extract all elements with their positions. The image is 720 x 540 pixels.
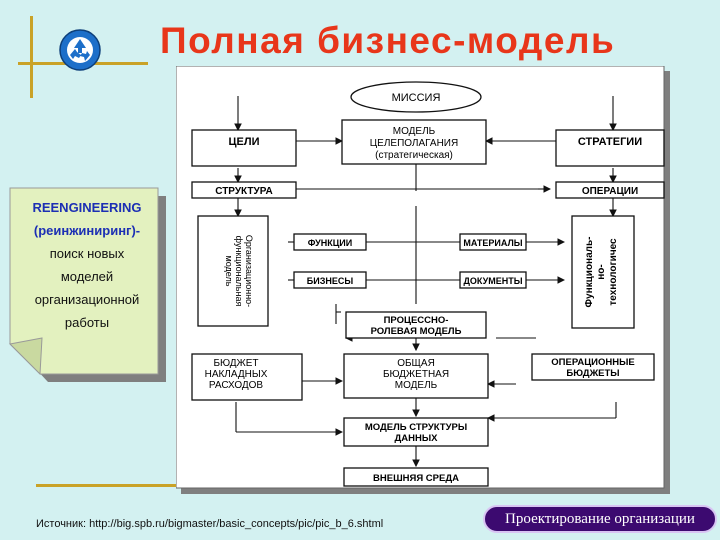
func-tech-node (571, 215, 635, 329)
operations-label: ОПЕРАЦИИ (582, 186, 638, 197)
general-budget-label-3: МОДЕЛЬ (395, 380, 438, 391)
func-tech-text: Функциональ- но- технологичес (584, 237, 619, 308)
op-budgets-node (531, 353, 655, 381)
process-role-node (345, 311, 487, 339)
note-line-6: работы (64, 315, 110, 330)
op-budgets-label-1: ОПЕРАЦИОННЫЕ (551, 357, 634, 368)
business-model-diagram: МИССИЯ ЦЕЛИ МОДЕЛЬ ЦЕЛЕПОЛАГАНИЯ (страте… (176, 66, 670, 494)
section-badge[interactable]: Проектирование организации (483, 505, 717, 533)
goals-label: ЦЕЛИ (229, 136, 260, 148)
mission-node (350, 81, 482, 113)
overhead-budget-node (191, 353, 303, 401)
environment-label: ВНЕШНЯЯ СРЕДА (373, 473, 459, 484)
sticky-note-text: REENGINEERING (реинжиниринг)- поиск новы… (18, 196, 156, 334)
func-tech-line-1: Функциональ- (584, 237, 595, 308)
goal-model-label-1: МОДЕЛЬ (393, 126, 436, 137)
business-node (293, 271, 367, 289)
org-model-node (197, 215, 269, 327)
strategies-label: СТРАТЕГИИ (578, 136, 642, 148)
materials-label: МАТЕРИАЛЫ (463, 238, 522, 248)
overhead-budget-label-3: РАСХОДОВ (209, 380, 264, 391)
data-model-label-1: МОДЕЛЬ СТРУКТУРЫ (365, 422, 467, 433)
goal-model-node (341, 119, 487, 165)
note-line-3: поиск новых (49, 246, 125, 261)
org-model-text: Организационно- функциональная модель (224, 235, 254, 307)
strategies-node (555, 129, 665, 167)
org-model-line-1: Организационно- (244, 235, 254, 307)
note-line-5: организационной (34, 292, 140, 307)
structure-label: СТРУКТУРА (215, 186, 273, 197)
decor-bottom-line (36, 484, 186, 487)
org-model-line-3: модель (224, 256, 234, 287)
goals-node (191, 129, 297, 167)
process-role-label-2: РОЛЕВАЯ МОДЕЛЬ (371, 326, 462, 337)
op-budgets-label-2: БЮДЖЕТЫ (566, 368, 619, 379)
functions-label: ФУНКЦИИ (308, 238, 352, 248)
note-line-2: (реинжиниринг)- (33, 223, 141, 238)
goal-model-label-3: (стратегическая) (375, 150, 453, 161)
note-line-1: REENGINEERING (32, 200, 142, 215)
note-line-4: моделей (60, 269, 114, 284)
business-label: БИЗНЕСЫ (307, 276, 354, 286)
general-budget-label-2: БЮДЖЕТНАЯ (383, 369, 449, 380)
overhead-budget-label-2: НАКЛАДНЫХ (205, 369, 268, 380)
functions-node (293, 233, 367, 251)
documents-node (459, 271, 527, 289)
goal-model-label-2: ЦЕЛЕПОЛАГАНИЯ (370, 138, 458, 149)
materials-node (459, 233, 527, 251)
org-model-line-2: функциональная (234, 236, 244, 307)
slide-title: Полная бизнес-модель (160, 20, 616, 61)
process-role-label-1: ПРОЦЕССНО- (384, 315, 449, 326)
source-caption: Источник: http://big.spb.ru/bigmaster/ba… (36, 518, 384, 530)
mission-label: МИССИЯ (392, 92, 441, 104)
data-model-label-2: ДАННЫХ (395, 433, 439, 444)
overhead-budget-label-1: БЮДЖЕТ (213, 358, 258, 369)
documents-label: ДОКУМЕНТЫ (463, 276, 522, 286)
general-budget-label-1: ОБЩАЯ (397, 358, 435, 369)
sticky-note (8, 187, 166, 382)
func-tech-line-2: но- (596, 264, 607, 279)
structure-node (191, 181, 297, 199)
environment-node (343, 467, 489, 487)
operations-node (555, 181, 665, 199)
recycle-logo-icon (59, 29, 101, 71)
decor-vertical-line (30, 16, 33, 98)
data-model-node (343, 417, 489, 447)
func-tech-line-3: технологичес (608, 238, 619, 306)
general-budget-node (343, 353, 489, 399)
